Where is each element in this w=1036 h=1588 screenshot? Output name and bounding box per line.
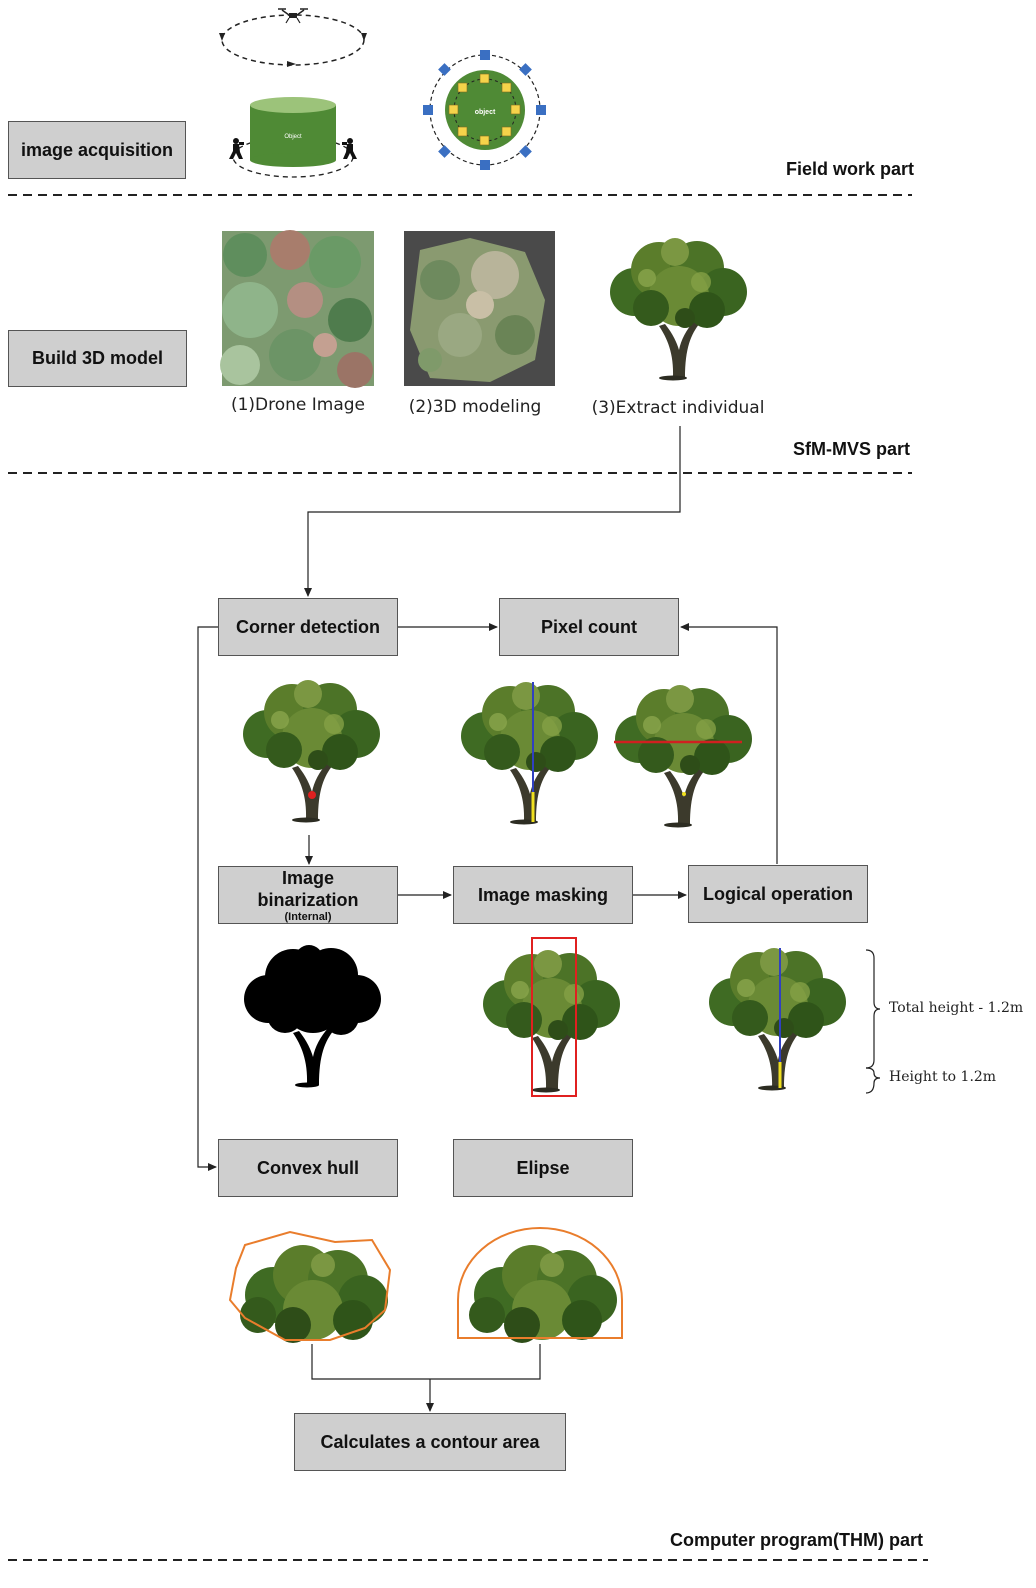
- pixel-height-tree-image: [461, 682, 598, 825]
- 3d-model-image: [404, 231, 555, 386]
- merge-line: [311, 1344, 541, 1380]
- drone-image-caption: (1)Drone Image: [230, 395, 366, 415]
- corner-detection-box: Corner detection: [218, 598, 398, 656]
- ring-label: object: [475, 109, 496, 116]
- 3d-modeling-caption: (2)3D modeling: [408, 397, 542, 417]
- extract-individual-caption: (3)Extract individual: [591, 398, 765, 418]
- object-cylinder: Object: [232, 97, 354, 178]
- cylinder-label: Object: [284, 134, 302, 140]
- drone-orbit: [219, 8, 367, 67]
- orbit-arrow-bottom: [287, 61, 296, 67]
- drone-icon: [278, 8, 308, 24]
- arrow-extract-to-corner: [304, 426, 681, 597]
- orbit-arrow-left: [219, 33, 225, 41]
- photographer-left-icon: [229, 138, 244, 159]
- pixel-count-label: Pixel count: [540, 616, 638, 637]
- drone-image: [220, 230, 374, 388]
- corner-tree-image: [243, 680, 380, 823]
- logical-operation-box: Logical operation: [688, 865, 868, 923]
- pixel-count-box: Pixel count: [499, 598, 679, 656]
- field-work-section-label: Field work part: [785, 159, 914, 179]
- photographer-right-icon: [342, 138, 357, 159]
- convex-hull-canopy-image: [228, 1230, 392, 1343]
- outer-camera-markers: [423, 50, 546, 170]
- build-3d-model-label: Build 3D model: [31, 348, 163, 368]
- total-height-annotation: Total height - 1.2m: [889, 1000, 1024, 1016]
- arrow-corner-to-convex: [197, 626, 218, 1171]
- pixel-width-tree-image: [614, 685, 752, 828]
- image-binarization-sublabel: (Internal): [284, 911, 332, 923]
- corner-detection-label: Corner detection: [235, 616, 381, 637]
- build-3d-model-box: Build 3D model: [8, 330, 187, 387]
- computer-section-label: Computer program(THM) part: [670, 1530, 923, 1550]
- camera-ring: object: [423, 50, 546, 170]
- image-masking-box: Image masking: [453, 866, 633, 924]
- contour-area-box: Calculates a contour area: [294, 1413, 566, 1471]
- image-binarization-box: Image binarization (Internal): [218, 866, 398, 924]
- image-acquisition-box: image acquisition: [8, 121, 186, 179]
- arrow-logical-to-pixel: [680, 623, 778, 864]
- contour-area-label: Calculates a contour area: [320, 1431, 540, 1452]
- elipse-box: Elipse: [453, 1139, 633, 1197]
- height-to-annotation: Height to 1.2m: [889, 1069, 997, 1085]
- ellipse-canopy-image: [457, 1227, 623, 1343]
- inner-camera-markers: [448, 73, 521, 146]
- image-masking-label: Image masking: [477, 884, 609, 905]
- convex-hull-box: Convex hull: [218, 1139, 398, 1197]
- logical-tree-image: [709, 948, 846, 1091]
- sfm-section-label: SfM-MVS part: [793, 439, 910, 459]
- height-braces: [865, 949, 881, 1094]
- image-acquisition-label: image acquisition: [20, 139, 174, 160]
- elipse-label: Elipse: [516, 1157, 570, 1178]
- masked-tree-image: [483, 937, 620, 1097]
- orbit-arrow-right: [361, 33, 367, 41]
- image-binarization-label: Image binarization: [257, 868, 359, 910]
- logical-operation-label: Logical operation: [702, 883, 853, 904]
- corner-marker: [308, 791, 316, 799]
- binary-silhouette-image: [244, 945, 381, 1088]
- convex-hull-label: Convex hull: [256, 1157, 359, 1178]
- extracted-tree-image: [610, 238, 747, 381]
